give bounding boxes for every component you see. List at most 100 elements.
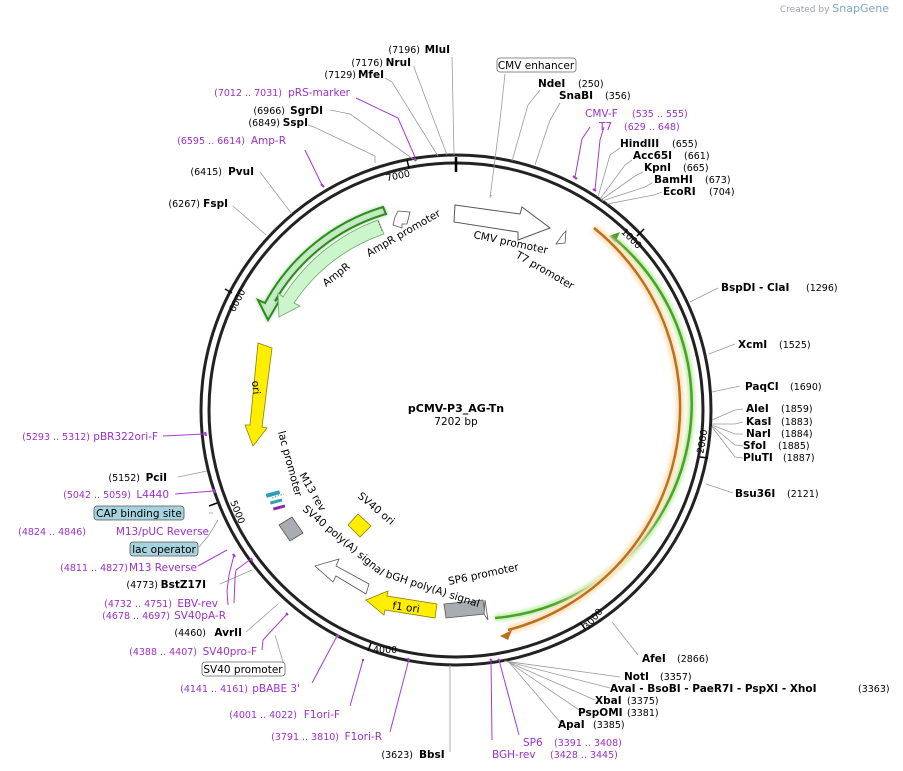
- enzyme-apai: ApaI: [558, 719, 585, 731]
- enzyme-fspi: FspI: [203, 198, 228, 210]
- plasmid-name: pCMV-P3_AG-Tn: [408, 402, 504, 415]
- t7-promoter-arrow: [555, 229, 567, 245]
- primer-prs-marker: pRS-marker: [288, 87, 351, 99]
- svg-text:(673): (673): [705, 175, 731, 186]
- svg-text:(6849): (6849): [248, 118, 280, 129]
- ampr-outline-arrow: [255, 205, 388, 323]
- primer-t7: T7: [598, 121, 612, 133]
- svg-text:SV40 promoter: SV40 promoter: [203, 664, 283, 676]
- svg-text:(1885): (1885): [778, 441, 810, 452]
- svg-text:(4811 .. 4827): (4811 .. 4827): [60, 563, 128, 574]
- enzyme-leaders: [177, 56, 744, 752]
- enzyme-pvui: PvuI: [228, 166, 254, 178]
- enzyme-pcii: PciI: [146, 472, 167, 484]
- svg-text:(1884): (1884): [781, 429, 813, 440]
- primer-sp6: SP6: [523, 737, 543, 749]
- backbone-outer-ring: [199, 153, 713, 667]
- credit-brand: SnapGene: [832, 2, 889, 15]
- svg-text:(1690): (1690): [790, 382, 822, 393]
- enzyme-pspomi: PspOMI: [578, 707, 623, 719]
- svg-text:CMV enhancer: CMV enhancer: [498, 60, 575, 72]
- enzyme-paqci: PaqCI: [745, 381, 779, 393]
- enzyme-pluti: PluTI: [743, 452, 773, 464]
- svg-text:(3357): (3357): [660, 672, 692, 683]
- svg-text:(2121): (2121): [787, 489, 819, 500]
- primer-f1ori-r: F1ori-R: [345, 731, 382, 743]
- svg-text:(1859): (1859): [781, 404, 813, 415]
- svg-text:(1887): (1887): [783, 453, 815, 464]
- svg-text:CAP binding site: CAP binding site: [96, 508, 182, 520]
- ori-arrow: [244, 342, 273, 447]
- enzyme-ecori: EcoRI: [663, 186, 696, 198]
- orf-orange-arrowhead: [500, 630, 512, 640]
- primer-labels: pRS-marker (7012 .. 7031) Amp-R (6595 ..…: [18, 87, 688, 761]
- feature-cmv-promoter: CMV promoter: [472, 229, 549, 257]
- svg-text:(3428 .. 3445): (3428 .. 3445): [550, 750, 618, 761]
- sv40-polya-block: [278, 516, 304, 542]
- enzyme-hindiii: HindIII: [620, 138, 659, 150]
- enzyme-bamhi: BamHI: [654, 174, 693, 186]
- feature-ori: ori: [249, 380, 262, 395]
- enzyme-kpni: KpnI: [644, 162, 671, 174]
- primer-pbabe-3: pBABE 3': [252, 683, 300, 695]
- enzyme-xcmi: XcmI: [738, 339, 767, 351]
- cmv-promoter-arrow: [453, 204, 552, 241]
- svg-text:(661): (661): [684, 151, 710, 162]
- primer-leaders: [162, 97, 605, 741]
- snapgene-credit: Created by SnapGene: [780, 2, 889, 15]
- svg-text:(5042 .. 5059): (5042 .. 5059): [63, 490, 131, 501]
- primer-l4440: L4440: [136, 489, 169, 501]
- svg-text:(5293 .. 5312): (5293 .. 5312): [22, 432, 90, 443]
- tick-6000: 6000: [224, 287, 248, 314]
- svg-text:(4732 .. 4751): (4732 .. 4751): [104, 599, 172, 610]
- svg-text:(4460): (4460): [174, 628, 206, 639]
- tick-7000: 7000: [385, 159, 411, 184]
- svg-text:2000: 2000: [695, 429, 710, 455]
- svg-text:(4388 .. 4407): (4388 .. 4407): [129, 647, 197, 658]
- primer-m13-reverse: M13 Reverse: [129, 562, 197, 574]
- primer-sv40pro-f: SV40pro-F: [203, 646, 257, 658]
- svg-text:(3375): (3375): [627, 696, 659, 707]
- enzyme-acc65i: Acc65I: [633, 150, 672, 162]
- enzyme-bstz17i: BstZ17I: [161, 579, 206, 591]
- svg-text:(665): (665): [683, 163, 709, 174]
- enzyme-bsu36i: Bsu36I: [735, 488, 775, 500]
- svg-text:(4141 .. 4161): (4141 .. 4161): [180, 684, 248, 695]
- svg-text:(2866): (2866): [677, 654, 709, 665]
- enzyme-nari: NarI: [746, 428, 771, 440]
- svg-text:(1883): (1883): [781, 417, 813, 428]
- primer-f1ori-f: F1ori-F: [304, 709, 340, 721]
- svg-text:lac operator: lac operator: [132, 544, 196, 556]
- svg-text:(1525): (1525): [779, 340, 811, 351]
- sv40-ori-block: [347, 513, 372, 538]
- enzyme-afei: AfeI: [642, 653, 666, 665]
- svg-text:(6415): (6415): [190, 167, 222, 178]
- enzyme-nrui: NruI: [386, 57, 411, 69]
- enzyme-sspi: SspI: [283, 117, 308, 129]
- enzyme-avrii: AvrII: [214, 627, 242, 639]
- orf-green-arrowhead: [609, 232, 620, 243]
- svg-text:(535 .. 555): (535 .. 555): [632, 109, 688, 120]
- svg-text:(4773): (4773): [126, 580, 158, 591]
- lac-operator-mark: [269, 498, 283, 505]
- svg-text:(7129): (7129): [324, 70, 356, 81]
- primer-ebv-rev: EBV-rev: [177, 598, 218, 610]
- svg-text:(4001 .. 4022): (4001 .. 4022): [229, 710, 297, 721]
- plasmid-size: 7202 bp: [434, 416, 478, 428]
- cap-site-mark: [265, 490, 281, 498]
- svg-text:(5152): (5152): [108, 473, 140, 484]
- svg-text:(3791 .. 3810): (3791 .. 3810): [271, 732, 339, 743]
- enzyme-kasi: KasI: [746, 416, 771, 428]
- sp6-promoter-arrow: [483, 599, 489, 621]
- enzyme-xbai: XbaI: [595, 695, 622, 707]
- feature-lac-promoter: lac promoter: [275, 430, 304, 499]
- ampr-gene-arrow: [277, 219, 385, 318]
- svg-text:(6267): (6267): [168, 199, 200, 210]
- feature-f1-ori: f1 ori: [392, 600, 421, 616]
- tick-4000: 4000: [367, 642, 397, 656]
- enzyme-labels-right: NdeI (250) SnaBI (356) HindIII (655) Acc…: [538, 78, 890, 731]
- svg-text:(356): (356): [605, 91, 631, 102]
- enzyme-sgrdi: SgrDI: [290, 105, 323, 117]
- svg-text:(4678 .. 4697): (4678 .. 4697): [102, 611, 170, 622]
